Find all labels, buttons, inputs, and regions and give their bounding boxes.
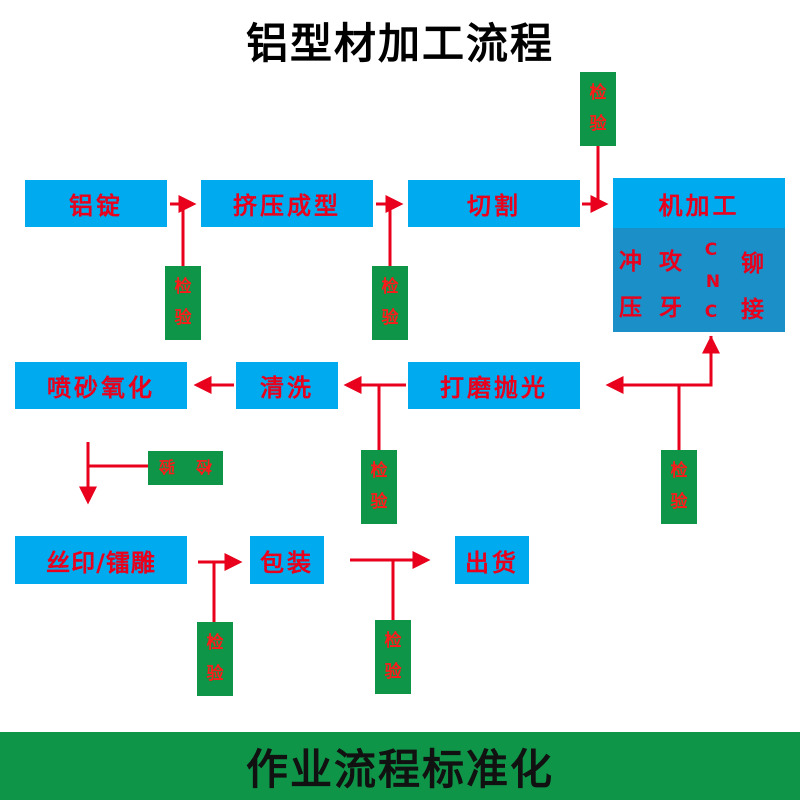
inspection-char-2: 验 (589, 114, 607, 134)
op-join: 接 (741, 297, 764, 323)
page-title: 铝型材加工流程 (245, 19, 554, 68)
cnc-letter-3: C (704, 302, 718, 322)
op-punch: 冲 (619, 249, 642, 275)
inspection-before-machining: 检 验 (580, 72, 616, 146)
inspection-after-packaging: 检 验 (375, 620, 411, 694)
inspection-char-1: 检 (174, 277, 192, 297)
inspection-after-polishing: 检 验 (361, 450, 397, 524)
inspection-after-machining: 检 验 (661, 450, 697, 524)
machining-ops-panel: 冲 攻 压 牙 C N C 铆 接 (613, 228, 785, 332)
footer-text: 作业流程标准化 (245, 744, 554, 794)
inspection-char-2: 验 (381, 308, 399, 328)
inspection-char-1: 检 (384, 631, 402, 651)
step-extrusion: 挤压成型 (201, 180, 373, 227)
inspection-char-1: 检 (589, 83, 607, 103)
connector-machining-polishing (612, 336, 713, 387)
inspection-char-1: 检 (670, 461, 688, 481)
inspection-char-1: 检 (381, 277, 399, 297)
step-print-engrave: 丝印/镭雕 (15, 536, 187, 584)
step-machining: 机加工 (613, 178, 785, 228)
step-packaging: 包装 (250, 536, 324, 584)
step-shipping: 出货 (455, 536, 529, 584)
inspection-after-oxidation: 验 检 (148, 451, 223, 485)
inspection-char-2: 验 (174, 308, 192, 328)
inspection-char-1: 检 (370, 461, 388, 481)
inspection-char-2: 验 (384, 662, 402, 682)
step-polishing: 打磨抛光 (408, 362, 580, 409)
step-ingot: 铝锭 (25, 180, 167, 227)
inspection-char-2: 验 (670, 492, 688, 512)
step-cutting: 切割 (408, 180, 580, 227)
step-cleaning: 清洗 (236, 362, 338, 409)
op-thread: 牙 (659, 295, 682, 321)
op-tap: 攻 (659, 249, 682, 275)
footer-banner: 作业流程标准化 (0, 732, 800, 800)
inspection-char-2: 验 (206, 664, 224, 684)
inspection-after-extrusion: 检 验 (372, 266, 408, 340)
op-rivet: 铆 (741, 251, 764, 277)
inspection-after-ingot: 检 验 (165, 266, 201, 340)
inspection-after-printing: 检 验 (197, 622, 233, 696)
cnc-letter-1: C (704, 240, 718, 260)
cnc-letter-2: N (705, 272, 721, 292)
inspection-char-1: 检 (206, 633, 224, 653)
inspection-char-2: 验 (370, 492, 388, 512)
op-press: 压 (619, 295, 642, 321)
step-sandblast-oxidation: 喷砂氧化 (15, 362, 187, 409)
